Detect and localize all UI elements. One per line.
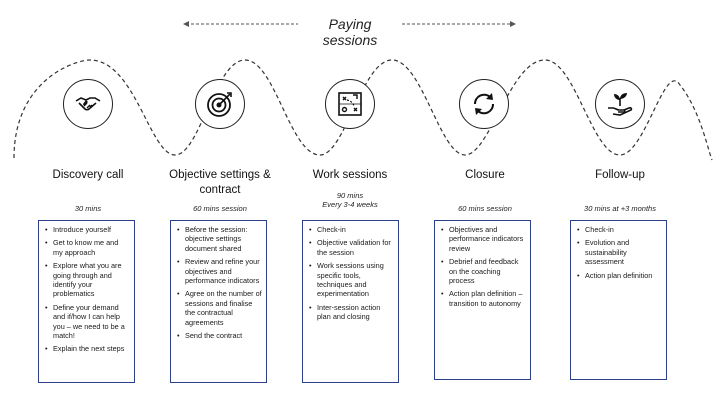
plant-in-hand-icon <box>608 93 633 116</box>
closure-icon-circle <box>459 79 509 129</box>
list-item: Work sessions using specific tools, tech… <box>309 261 394 299</box>
paying-sessions-label: Paying sessions <box>322 16 378 48</box>
stage-title-work-sessions: Work sessions <box>312 169 388 181</box>
list-item: Send the contract <box>177 331 262 341</box>
duration-objective-settings: 60 mins session <box>193 204 247 213</box>
list-item: Review and refine your objectives and pe… <box>177 257 262 285</box>
cycle-arrows-icon <box>473 93 495 115</box>
list-item: Get to know me and my approach <box>45 238 130 257</box>
journey-wave-line <box>13 59 713 161</box>
handshake-icon <box>75 97 101 111</box>
stage-title-discovery-call: Discovery call <box>52 169 124 181</box>
list-item: Agree on the number of sessions and fina… <box>177 289 262 327</box>
objective-settings-icon-circle <box>195 79 245 129</box>
duration-closure: 60 mins session <box>458 204 512 213</box>
list-item: Check-in <box>309 225 394 235</box>
discovery-call-panel: Introduce yourself Get to know me and my… <box>38 220 135 383</box>
duration-discovery-call: 30 mins <box>74 204 102 213</box>
list-item: Evolution and sustainability assessment <box>577 238 662 266</box>
target-icon <box>207 92 232 117</box>
list-item: Introduce yourself <box>45 225 130 235</box>
follow-up-icon-circle <box>595 79 645 129</box>
closure-panel: Objectives and performance indicators re… <box>434 220 531 380</box>
list-item: Action plan definition – transition to a… <box>441 289 526 308</box>
list-item: Explore what you are going through and i… <box>45 261 130 299</box>
objective-settings-panel: Before the session: objective settings d… <box>170 220 267 383</box>
work-sessions-panel: Check-in Objective validation for the se… <box>302 220 399 383</box>
work-sessions-icon-circle <box>325 79 375 129</box>
list-item: Before the session: objective settings d… <box>177 225 262 253</box>
list-item: Inter-session action plan and closing <box>309 303 394 322</box>
discovery-call-icon-circle <box>63 79 113 129</box>
list-item: Explain the next steps <box>45 344 130 354</box>
duration-follow-up: 30 mins at +3 months <box>584 204 656 213</box>
stage-title-closure: Closure <box>465 169 505 181</box>
list-item: Action plan definition <box>577 271 662 281</box>
stage-title-follow-up: Follow-up <box>595 169 645 181</box>
list-item: Objective validation for the session <box>309 238 394 257</box>
duration-work-sessions: 90 mins Every 3-4 weeks <box>322 191 378 209</box>
strategy-board-icon <box>338 92 362 116</box>
list-item: Objectives and performance indicators re… <box>441 225 526 253</box>
paying-sessions-arrow <box>183 21 516 27</box>
stage-title-objective-settings: Objective settings & contract <box>169 169 271 196</box>
list-item: Check-in <box>577 225 662 235</box>
list-item: Define your demand and if/how I can help… <box>45 303 130 341</box>
follow-up-panel: Check-in Evolution and sustainability as… <box>570 220 667 380</box>
list-item: Debrief and feedback on the coaching pro… <box>441 257 526 285</box>
